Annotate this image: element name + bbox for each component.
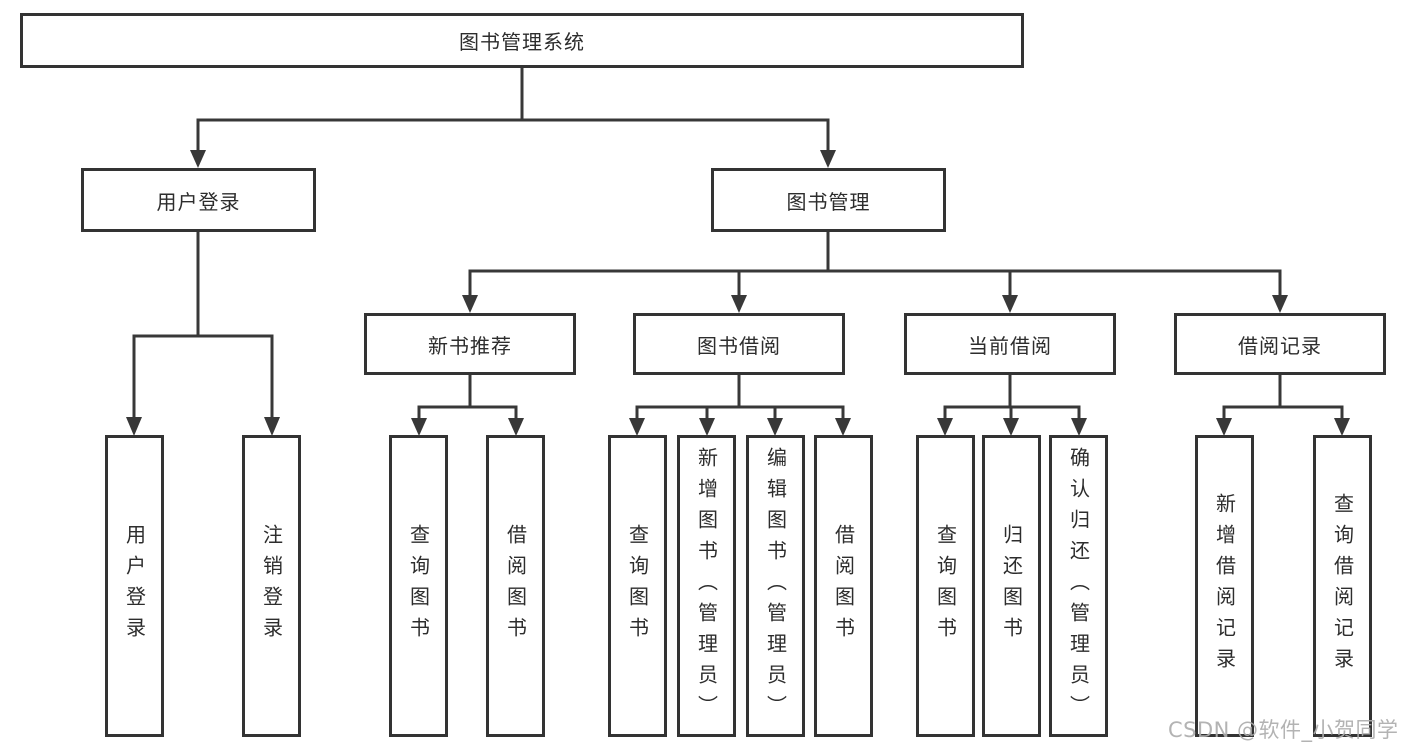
connector-user-login-to-leaves [132,232,274,418]
leaf-borrow-edit-books-admin: 编辑图书（管理员） [746,435,805,737]
node-borrow-records: 借阅记录 [1174,313,1386,375]
leaf-current-return-books: 归还图书 [982,435,1041,737]
connector-book-borrow-to-leaves [635,375,845,419]
csdn-watermark: CSDN @软件_小贺同学 [1168,718,1399,742]
leaf-records-query-record: 查询借阅记录 [1313,435,1372,737]
leaf-logout: 注销登录 [242,435,301,737]
node-current-borrow: 当前借阅 [904,313,1116,375]
connector-book-management-to-level3 [468,232,1282,296]
leaf-borrow-add-books-admin: 新增图书（管理员） [677,435,736,737]
leaf-current-confirm-return-admin: 确认归还（管理员） [1049,435,1108,737]
leaf-recommend-borrow-books: 借阅图书 [486,435,545,737]
leaf-user-login: 用户登录 [105,435,164,737]
node-book-management: 图书管理 [711,168,946,232]
node-root-library-system: 图书管理系统 [20,13,1024,68]
leaf-borrow-query-books: 查询图书 [608,435,667,737]
connector-borrow-records-to-leaves [1222,375,1344,419]
leaf-borrow-borrow-books: 借阅图书 [814,435,873,737]
connector-root-to-level2 [196,68,830,152]
node-book-borrow: 图书借阅 [633,313,845,375]
leaf-recommend-query-books: 查询图书 [389,435,448,737]
node-new-book-recommend: 新书推荐 [364,313,576,375]
leaf-records-add-record: 新增借阅记录 [1195,435,1254,737]
connector-current-borrow-to-leaves [943,375,1081,419]
node-user-login: 用户登录 [81,168,316,232]
connector-new-book-recommend-to-leaves [417,375,518,419]
leaf-current-query-books: 查询图书 [916,435,975,737]
